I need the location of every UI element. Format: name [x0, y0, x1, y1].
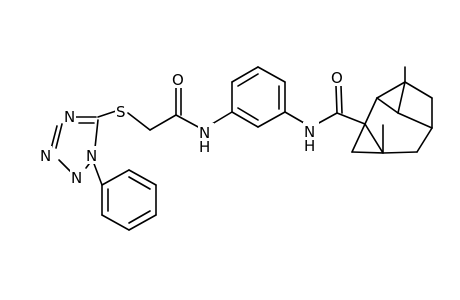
bond-ph-inner-1 [128, 176, 151, 190]
bond-ad-3 [382, 151, 418, 154]
atom-n-amide-1: N [199, 124, 210, 142]
bond-ph-2 [128, 169, 157, 186]
bond-ad-4 [416, 127, 433, 153]
bond-tz-n4-n3 [55, 123, 63, 149]
bond-co2-o1 [335, 85, 338, 114]
bond-co2-ad [336, 112, 366, 125]
bond-bz-2 [231, 66, 259, 83]
bond-ad-2 [351, 151, 384, 154]
atom-n-tz2: N [71, 169, 82, 187]
bond-n1-ph [92, 160, 103, 186]
bond-ad-12 [364, 123, 384, 154]
atom-o-2: O [331, 69, 343, 87]
bond-ad-7 [376, 81, 406, 99]
bond-ring-nh2 [284, 111, 305, 124]
bond-ch2-co [149, 114, 177, 131]
bond-tz-n1-c5 [94, 119, 99, 149]
bond-tz-n3-n2 [58, 159, 72, 173]
atom-n-tz1: N [86, 147, 97, 165]
atom-n-tz4: N [64, 108, 75, 126]
bond-ph-4 [128, 214, 157, 231]
bond-bz-inner-1 [237, 73, 259, 87]
bond-ad-6 [404, 81, 433, 99]
bond-nh-ring [211, 111, 233, 125]
bond-ad-9 [376, 97, 399, 114]
bond-ph-inner-2 [128, 210, 151, 224]
bond-s-ch2 [127, 112, 151, 131]
bond-bz-6 [231, 111, 259, 128]
bond-ad-1 [351, 123, 366, 153]
atom-s: S [116, 103, 126, 121]
bond-ph-1 [101, 169, 130, 186]
bond-ad-10 [397, 112, 433, 129]
bond-nh2-co2 [316, 112, 338, 125]
bond-ad-11 [397, 81, 406, 114]
atom-o-1: O [172, 71, 184, 89]
bond-bz-5 [257, 111, 286, 128]
bond-bz-3 [257, 66, 286, 83]
atom-n-tz3: N [40, 147, 51, 165]
bond-ph-5 [101, 214, 130, 231]
bond-tz-n3-n3-double [50, 125, 58, 150]
bond-co-nh [175, 114, 201, 129]
bonds [50, 66, 433, 231]
bond-c5-s [97, 110, 117, 118]
atom-labels: N N N N S O N H N H O [39, 68, 344, 187]
atom-h-amide-2: H [304, 137, 315, 155]
bond-co2-o2 [340, 85, 343, 114]
bond-ad-8 [364, 97, 378, 125]
atom-h-amide-1: H [199, 138, 210, 156]
bond-bz-inner-3 [237, 107, 259, 121]
atom-n-amide-2: N [304, 123, 315, 141]
